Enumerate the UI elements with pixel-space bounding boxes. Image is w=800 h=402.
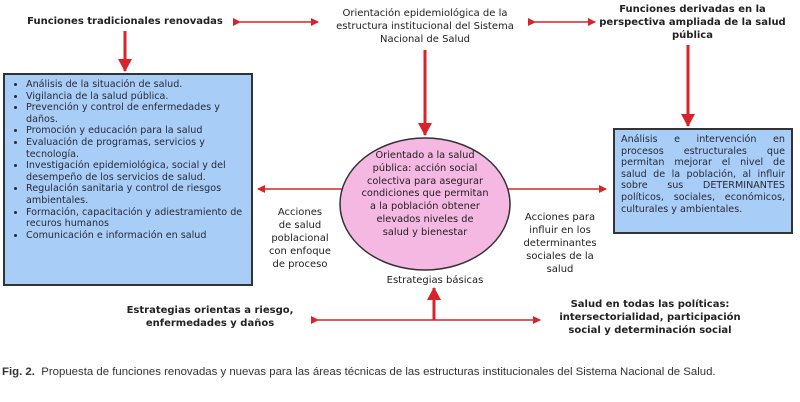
label-line: determinantes [523, 238, 597, 249]
list-item: Análisis de la situación de salud. [26, 79, 247, 91]
list-item: Prevención y control de enfermedades y d… [26, 102, 247, 125]
label-line: enfermedades y daños [145, 318, 275, 329]
label-line: intersectorialidad, participación [559, 312, 741, 323]
list-item: Evaluación de programas, servicios y tec… [26, 137, 247, 160]
label-line: sociales de la [526, 251, 594, 262]
list-item: Formación, capacitación y adiestramiento… [26, 207, 247, 230]
ellipse-line: colectiva para asegurar [367, 175, 483, 187]
center-title: Orientación epidemiológica de la estruct… [305, 7, 545, 46]
bottom-left-label: Estrategias orientas a riesgo, enfermeda… [110, 304, 310, 330]
label-line: con enfoque [268, 246, 332, 257]
label-line: de salud [278, 220, 322, 231]
list-item: Regulación sanitaria y control de riesgo… [26, 183, 247, 206]
list-item: Investigación epidemiológica, social y d… [26, 160, 247, 183]
left-actions-label: Acciones de salud poblacional con enfoqu… [255, 206, 345, 271]
right-actions-label: Acciones para influir en los determinant… [510, 211, 610, 276]
right-title-line: pública [672, 30, 713, 41]
left-title: Funciones tradicionales renovadas [27, 16, 223, 27]
right-title: Funciones derivadas en la perspectiva am… [585, 3, 800, 42]
center-title-line: Orientación epidemiológica de la [342, 8, 508, 19]
label-line: Acciones [277, 207, 323, 218]
center-title-line: estructura institucional del Sistema [336, 21, 514, 32]
center-ellipse [339, 137, 511, 271]
label-line: Salud en todas las políticas: [570, 299, 730, 310]
basic-strategies-label: Estrategias básicas [386, 275, 484, 286]
ellipse-line: elevados niveles de [376, 213, 474, 225]
label-line: influir en los [529, 225, 591, 236]
derived-functions-box: Análisis e intervención en procesos estr… [613, 128, 793, 234]
center-title-line: Nacional de Salud [379, 34, 471, 45]
ellipse-text: Orientado a la salud pública: acción soc… [345, 150, 505, 240]
right-title-line: Funciones derivadas en la [619, 4, 766, 15]
right-title-line: perspectiva ampliada de la salud [599, 17, 786, 28]
ellipse-line: condiciones que permitan [361, 188, 489, 200]
label-line: de proceso [272, 259, 328, 270]
ellipse-line: pública: acción social [372, 162, 478, 174]
label-line: poblacional [271, 233, 329, 244]
bottom-right-label: Salud en todas las políticas: intersecto… [545, 298, 755, 337]
list-item: Comunicación e información en salud [26, 230, 247, 242]
label-line: Acciones para [524, 212, 596, 223]
traditional-functions-box: Análisis de la situación de salud. Vigil… [3, 73, 253, 286]
ellipse-line: salud y bienestar [382, 226, 468, 238]
figure-caption: Fig. 2. Propuesta de funciones renovadas… [2, 365, 800, 380]
list-item: Vigilancia de la salud pública. [26, 91, 247, 103]
caption-text: Propuesta de funciones renovadas y nueva… [41, 366, 716, 378]
caption-label: Fig. 2. [2, 366, 35, 378]
ellipse-line: Orientado a la salud [375, 150, 475, 161]
ellipse-line: a la población obtener [370, 201, 480, 213]
label-line: salud [546, 264, 574, 275]
label-line: Estrategias orientas a riesgo, [126, 305, 294, 316]
list-item: Promoción y educación para la salud [26, 125, 247, 137]
label-line: social y determinación social [568, 325, 732, 336]
